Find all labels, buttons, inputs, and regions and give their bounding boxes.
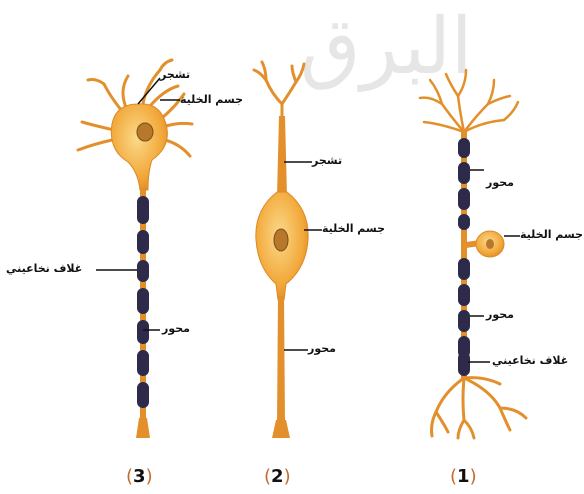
neuron-1-myelin-label: غلاف نخاعيني bbox=[492, 354, 568, 367]
neuron-1-number: (1) bbox=[450, 466, 477, 487]
neuron-1-nucleus bbox=[486, 239, 494, 249]
neuron-3-dendrite-label: تشجر bbox=[160, 68, 190, 81]
neuron-1-leaders bbox=[468, 170, 520, 362]
neuron-3-cell-body-label: جسم الخلية bbox=[180, 93, 243, 106]
neuron-3 bbox=[78, 60, 192, 438]
neuron-3-number: (3) bbox=[126, 466, 153, 487]
neuron-1-axon-top-label: محور bbox=[486, 176, 514, 189]
neuron-2-number: (2) bbox=[264, 466, 291, 487]
neuron-2-cell-body-label: جسم الخلية bbox=[322, 222, 385, 235]
neuron-3-cell-body bbox=[111, 104, 167, 190]
neuron-2-dendrite-label: تشجر bbox=[312, 154, 342, 167]
neuron-1-cell-body-label: جسم الخلية bbox=[520, 228, 583, 241]
neuron-2-axon-terminal bbox=[272, 420, 290, 438]
neuron-2-dendrites bbox=[254, 62, 304, 118]
neuron-1-axon-bottom-label: محور bbox=[486, 308, 514, 321]
neuron-3-myelin-label: غلاف نخاعيني bbox=[6, 262, 82, 275]
neuron-1-terminals bbox=[432, 378, 527, 438]
neuron-3-axon-label: محور bbox=[162, 322, 190, 335]
neuron-2 bbox=[254, 62, 322, 438]
neuron-1-dendrites bbox=[420, 70, 518, 132]
neuron-3-axon-terminal bbox=[136, 418, 150, 438]
neuron-2-axon bbox=[277, 296, 285, 424]
neuron-2-axon-label: محور bbox=[308, 342, 336, 355]
neuron-3-nucleus bbox=[137, 123, 153, 141]
neuron-2-nucleus bbox=[274, 229, 288, 251]
neuron-1 bbox=[420, 70, 526, 438]
neuron-2-axon-top bbox=[277, 116, 287, 196]
